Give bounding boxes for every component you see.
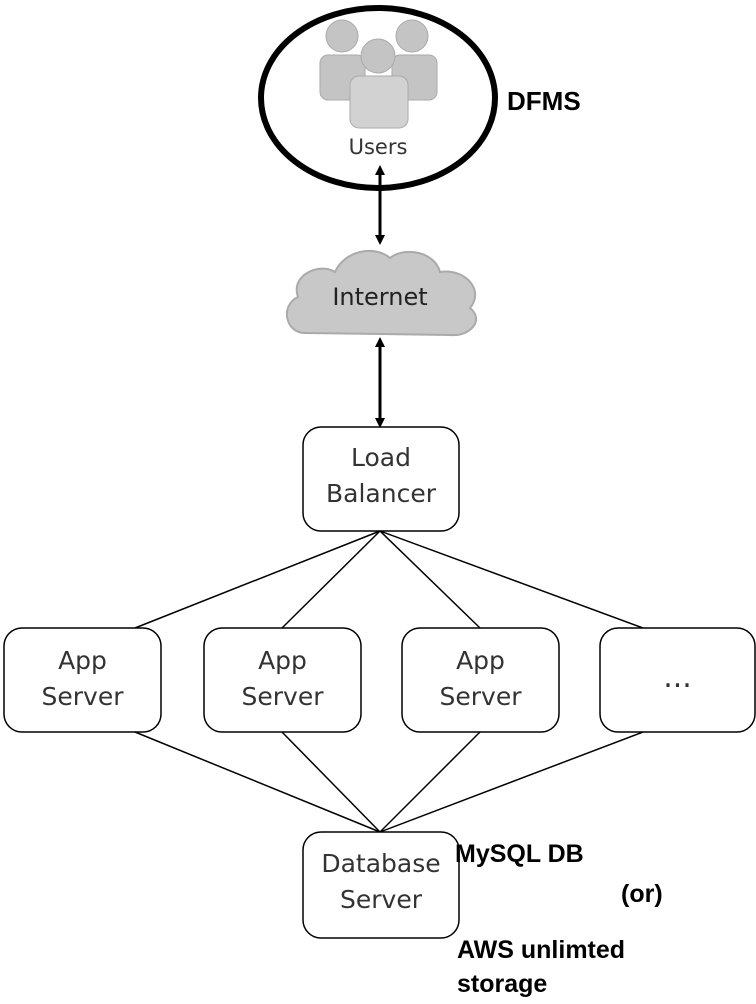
link-app2-db — [281, 731, 381, 833]
app-server-3-line1: App — [456, 646, 505, 675]
app-server-2-line1: App — [258, 646, 307, 675]
link-lb-app4 — [379, 530, 644, 629]
database-server-label: Database Server — [303, 846, 459, 918]
link-app3-db — [379, 731, 481, 833]
load-balancer-label: Load Balancer — [303, 440, 459, 512]
app-server-label-3: App Server — [402, 643, 559, 715]
app-server-box-4 — [599, 627, 756, 733]
app-server-3-line2: Server — [439, 682, 522, 711]
aws-label-line2: storage — [457, 970, 548, 998]
app-server-4-line1: ... — [663, 660, 692, 695]
or-label: (or) — [621, 880, 663, 908]
users-icon — [319, 19, 438, 129]
users-label: Users — [348, 135, 408, 159]
load-balancer-line1: Load — [351, 443, 411, 472]
database-line1: Database — [321, 849, 441, 878]
dfms-label: DFMS — [507, 86, 581, 116]
database-line2: Server — [340, 885, 422, 914]
link-lb-app3 — [379, 530, 481, 629]
link-lb-app1 — [134, 530, 381, 629]
load-balancer-line2: Balancer — [326, 479, 436, 508]
app-server-box-3 — [401, 627, 560, 733]
app-server-1-line2: Server — [41, 682, 124, 711]
app-server-label-4: ... — [600, 660, 755, 696]
app-server-label-1: App Server — [4, 643, 161, 715]
app-server-box-1 — [3, 627, 162, 733]
link-lb-app2 — [281, 530, 381, 629]
app-server-2-line2: Server — [241, 682, 324, 711]
app-server-label-2: App Server — [204, 643, 361, 715]
app-server-1-line1: App — [58, 646, 107, 675]
internet-cloud — [285, 249, 478, 337]
mysql-label: MySQL DB — [455, 840, 584, 868]
internet-label: Internet — [332, 283, 428, 311]
aws-label-line1: AWS unlimted — [457, 936, 626, 964]
database-server-box — [302, 831, 460, 939]
link-app4-db — [379, 731, 644, 833]
link-app1-db — [134, 731, 381, 833]
